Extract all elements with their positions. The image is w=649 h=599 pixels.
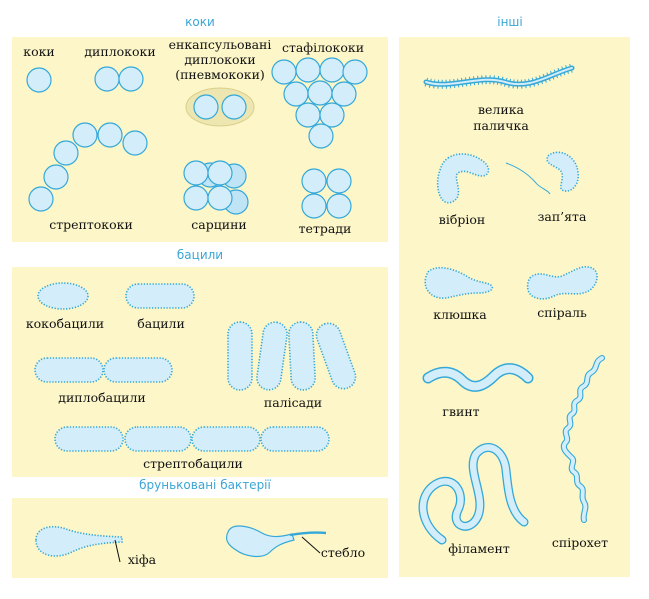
- streptobacilli-chain: [54, 426, 330, 452]
- label-streptococci: стрептококи: [49, 217, 133, 232]
- section-header-cocci: коки: [185, 15, 215, 29]
- label-stalk: стебло: [320, 545, 366, 560]
- diplobacilli-pair: [34, 357, 173, 383]
- encapsulated-diplococcus: [185, 87, 255, 127]
- filament-cell: [418, 443, 529, 545]
- sarcina-packet: [183, 160, 249, 215]
- label-streptobacilli: стрептобацили: [143, 456, 243, 471]
- spiral-cell: [526, 266, 598, 300]
- label-sarcina: сарцини: [191, 217, 247, 232]
- section-header-budding: бруньковані бактерії: [139, 478, 271, 492]
- bacillus-cell: [125, 283, 195, 309]
- screw-cell: [422, 363, 534, 392]
- palisades-group: [227, 321, 357, 391]
- hyphomicrobium: [35, 525, 123, 563]
- club-cell: [424, 266, 494, 299]
- streptococci-chain: [28, 122, 148, 212]
- label-coccobacilli: кокобацили: [25, 316, 105, 331]
- staphylococci-cluster: [271, 57, 368, 149]
- label-tetrads: тетради: [298, 221, 352, 236]
- tetrad: [301, 168, 352, 219]
- diplococcus: [94, 66, 144, 92]
- label-encapsulated-2: диплококи: [184, 52, 256, 67]
- label-filament: філамент: [448, 541, 510, 556]
- vibrio-cell: [436, 153, 490, 204]
- label-encapsulated-1: енкапсульовані: [168, 37, 272, 52]
- label-comma: зап’ята: [537, 209, 587, 224]
- comma-cell: [505, 151, 580, 195]
- label-staphylococci: стафілококи: [281, 40, 365, 55]
- caulobacter: [225, 525, 327, 558]
- label-spirochete: спірохет: [551, 535, 609, 550]
- section-header-others: інші: [497, 15, 523, 29]
- label-encapsulated-3: (пневмококи): [175, 67, 265, 82]
- label-spiral: спіраль: [537, 305, 587, 320]
- label-vibrio: вібріон: [438, 212, 486, 227]
- label-screw: гвинт: [442, 404, 480, 419]
- label-club: клюшка: [433, 307, 487, 322]
- coccus-cell: [26, 67, 52, 93]
- label-palisades: палісади: [263, 395, 323, 410]
- label-bacilli: бацили: [137, 316, 185, 331]
- label-cocci: коки: [23, 44, 55, 59]
- label-diplobacilli: диплобацили: [58, 390, 146, 405]
- section-header-bacilli: бацили: [176, 248, 224, 262]
- coccobacillus-cell: [37, 282, 89, 310]
- label-large-rod-1: велика: [478, 102, 524, 117]
- spirochete-cell: [560, 355, 605, 523]
- label-hypha: хіфа: [127, 552, 157, 567]
- label-large-rod-2: паличка: [473, 118, 529, 133]
- large-rod-spiral-chain: [423, 63, 575, 89]
- label-diplococci: диплококи: [84, 44, 156, 59]
